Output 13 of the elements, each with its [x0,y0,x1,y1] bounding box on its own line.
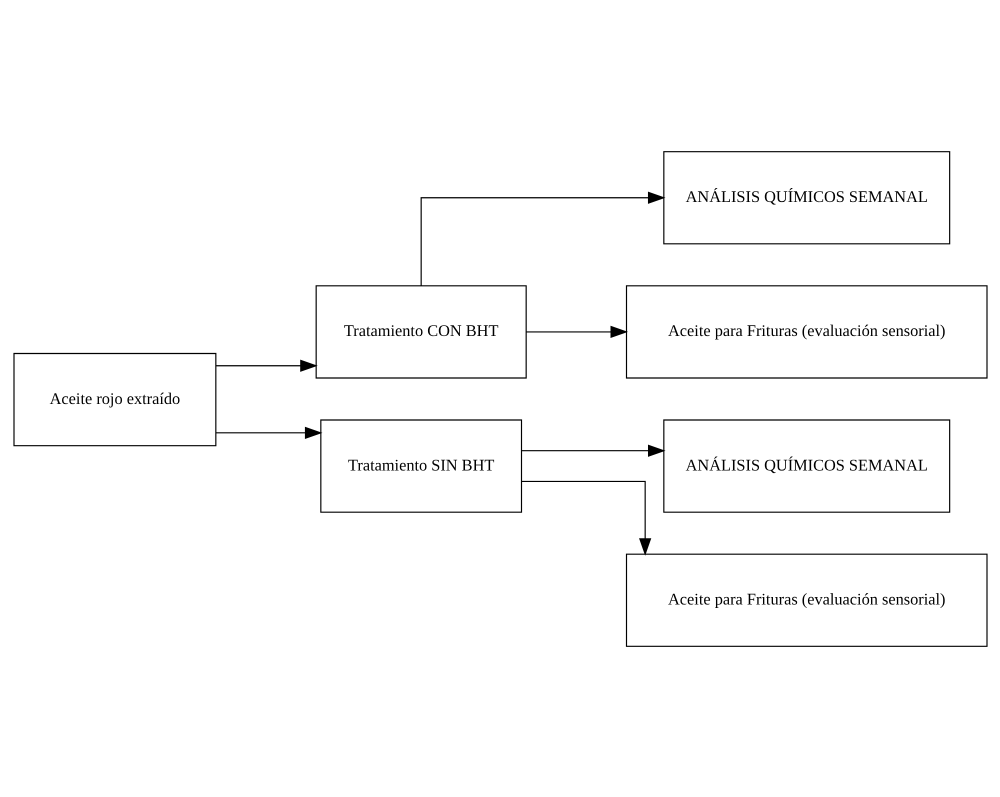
node-box: Aceite rojo extraído [12,352,216,446]
arrow [420,191,665,286]
node-box: ANÁLISIS QUÍMICOS SEMANAL [662,418,950,512]
arrow [216,359,318,372]
node-box: ANÁLISIS QUÍMICOS SEMANAL [662,150,950,244]
node-box: Aceite para Frituras (evaluación sensorial) [625,553,988,646]
arrow [216,426,322,438]
arrow [521,480,651,556]
arrow [526,325,628,338]
node-box: Tratamiento SIN BHT [320,418,522,512]
arrow [521,444,665,456]
node-box: Tratamiento CON BHT [315,284,526,378]
node-box: Aceite para Frituras (evaluación sensorial) [625,284,988,378]
